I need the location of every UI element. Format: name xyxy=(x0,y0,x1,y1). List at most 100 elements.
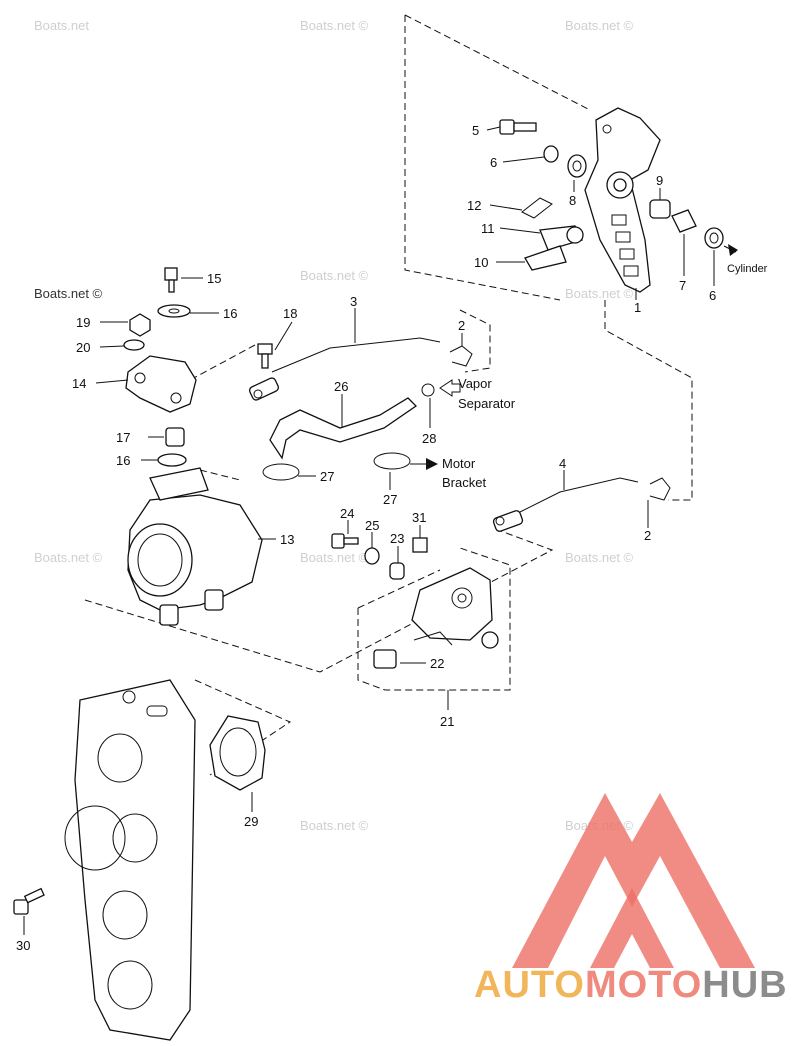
assembly-line xyxy=(404,15,561,301)
watermark: Boats.net xyxy=(34,18,89,33)
assembly-line xyxy=(357,569,441,609)
washer-part xyxy=(704,227,724,249)
logo-text-moto: MOTO xyxy=(585,964,702,1006)
screw-shank xyxy=(168,279,175,293)
leader-lines xyxy=(23,126,737,935)
callout-3: 3 xyxy=(350,294,357,309)
bracket-plate-part xyxy=(125,355,197,413)
link-rod-part xyxy=(249,337,441,401)
bolt-part xyxy=(13,887,45,915)
hose-part xyxy=(269,397,418,460)
assembly-line xyxy=(199,469,241,481)
callout-25: 25 xyxy=(365,518,379,533)
assembly-line xyxy=(604,300,693,501)
note-separator: Separator xyxy=(458,396,516,411)
callout-23: 23 xyxy=(390,531,404,546)
callout-5: 5 xyxy=(472,123,479,138)
callout-13: 13 xyxy=(280,532,294,547)
callout-6: 6 xyxy=(490,155,497,170)
intake-manifold-part xyxy=(64,679,196,1041)
bush-part xyxy=(671,209,697,233)
cable-holder-part xyxy=(373,649,397,669)
callout-2: 2 xyxy=(458,318,465,333)
note-bracket: Bracket xyxy=(442,475,486,490)
washer-part xyxy=(567,154,587,178)
washer-part xyxy=(364,547,380,565)
callout-1: 1 xyxy=(634,300,641,315)
callout-8: 8 xyxy=(569,193,576,208)
gasket-part xyxy=(209,715,266,791)
assembly-line xyxy=(404,14,591,111)
callout-15: 15 xyxy=(207,271,221,286)
note-motor: Motor xyxy=(442,456,476,471)
washer-hole xyxy=(572,160,582,172)
plate-part xyxy=(412,537,428,553)
screw-part xyxy=(331,533,359,549)
washer-hole xyxy=(709,232,719,244)
ball-stud-part xyxy=(257,343,273,369)
hose-clip-part xyxy=(262,463,300,481)
callout-31: 31 xyxy=(412,510,426,525)
watermark: Boats.net © xyxy=(300,18,369,33)
callout-29: 29 xyxy=(244,814,258,829)
rod-end-part xyxy=(524,245,567,271)
callout-11: 11 xyxy=(481,221,495,236)
callout-7: 7 xyxy=(679,278,686,293)
callout-16: 16 xyxy=(223,306,237,321)
callout-27: 27 xyxy=(383,492,397,507)
callout-26: 26 xyxy=(334,379,348,394)
watermark: Boats.net © xyxy=(300,550,369,565)
callout-18: 18 xyxy=(283,306,297,321)
nut-part xyxy=(129,313,151,337)
watermark: Boats.net © xyxy=(565,550,634,565)
logo-text-auto: AUTO xyxy=(474,964,585,1006)
callout-2: 2 xyxy=(644,528,651,543)
washer-part xyxy=(157,304,191,318)
callout-10: 10 xyxy=(474,255,488,270)
bushing-part xyxy=(649,199,671,219)
washer-hole xyxy=(168,308,180,314)
assembly-line xyxy=(189,344,256,381)
svg-text:AUTOMOTOHUB: AUTOMOTOHUB xyxy=(474,964,788,1006)
watermark: Boats.net © xyxy=(34,550,103,565)
clip-part xyxy=(521,197,553,219)
callout-22: 22 xyxy=(430,656,444,671)
clip-part xyxy=(649,477,671,501)
direction-arrows xyxy=(410,244,738,470)
callout-16: 16 xyxy=(116,453,130,468)
watermark: Boats.net © xyxy=(565,286,634,301)
collar-part xyxy=(389,562,405,580)
callout-28: 28 xyxy=(422,431,436,446)
watermark: Boats.net © xyxy=(34,286,103,301)
callout-4: 4 xyxy=(559,456,566,471)
watermark: Boats.net © xyxy=(300,268,369,283)
callout-30: 30 xyxy=(16,938,30,953)
callout-24: 24 xyxy=(340,506,354,521)
gasket-hole xyxy=(219,727,257,777)
callout-6: 6 xyxy=(709,288,716,303)
collar-part xyxy=(165,427,185,447)
link-eye xyxy=(566,226,584,244)
callout-19: 19 xyxy=(76,315,90,330)
throttle-lever-part xyxy=(584,107,661,293)
watermark: Boats.net © xyxy=(565,18,634,33)
callout-9: 9 xyxy=(656,173,663,188)
note-vapor: Vapor xyxy=(458,376,492,391)
clip-part xyxy=(449,345,473,367)
callout-12: 12 xyxy=(467,198,481,213)
throttle-body-part xyxy=(127,467,263,626)
callout-27: 27 xyxy=(320,469,334,484)
collar-part xyxy=(543,145,559,163)
logo-text-hub: HUB xyxy=(702,964,787,1006)
hose-clip-part xyxy=(421,383,435,397)
assembly-line xyxy=(459,309,491,373)
callout-20: 20 xyxy=(76,340,90,355)
bracket-hole xyxy=(134,372,146,384)
callout-21: 21 xyxy=(440,714,454,729)
hose-clip-part xyxy=(373,452,411,470)
note-cylinder: Cylinder xyxy=(727,263,768,275)
bolt-part xyxy=(499,119,537,135)
link-rod-part xyxy=(492,477,639,532)
